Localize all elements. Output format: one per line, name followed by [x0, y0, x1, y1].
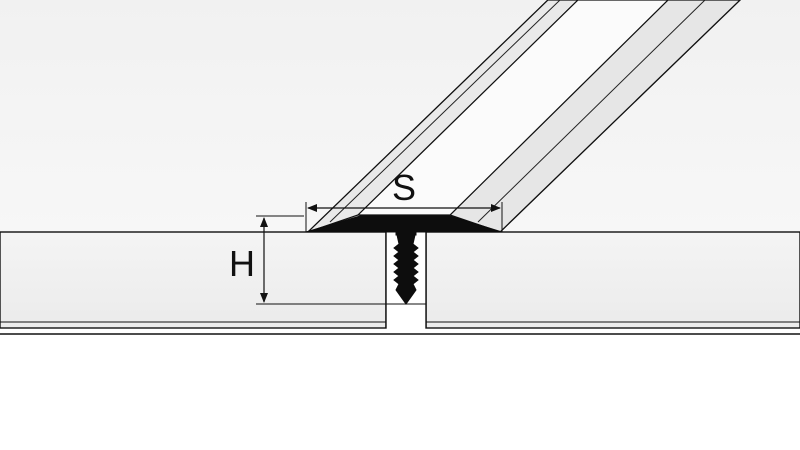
profile-strip-perspective [306, 0, 742, 233]
height-dimension: H [229, 215, 398, 305]
dowel-hole [385, 236, 427, 305]
anchor-pin [393, 228, 419, 305]
right-floor-panel [425, 231, 800, 329]
profile-cap-section [305, 215, 503, 233]
height-label: H [229, 243, 255, 284]
width-dimension: S [305, 167, 503, 232]
width-label: S [392, 167, 416, 208]
left-floor-panel [0, 231, 387, 329]
